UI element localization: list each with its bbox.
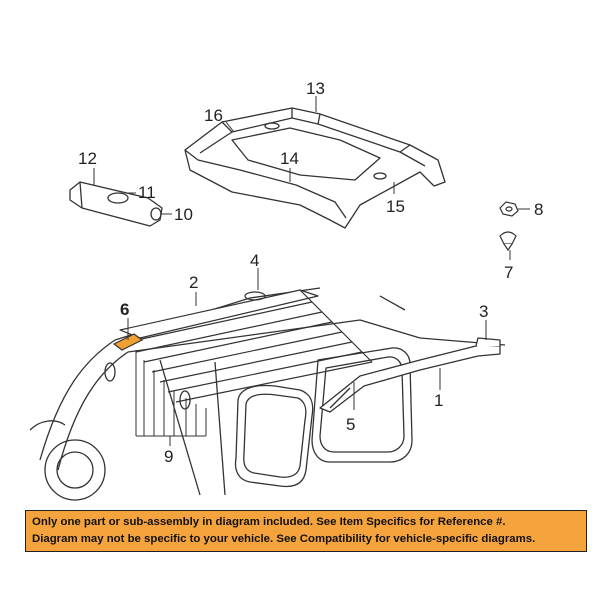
callout-9: 9 xyxy=(164,447,173,466)
callout-6: 6 xyxy=(120,300,129,319)
grab-handle-assembly xyxy=(69,181,163,227)
callout-13: 13 xyxy=(306,79,325,98)
callout-4: 4 xyxy=(250,251,259,270)
callout-3: 3 xyxy=(479,302,488,321)
callout-16: 16 xyxy=(204,106,223,125)
disclaimer-line-1: Only one part or sub-assembly in diagram… xyxy=(32,516,506,528)
callout-11: 11 xyxy=(138,183,156,202)
highlighted-part-6 xyxy=(112,333,144,351)
disclaimer-line-2: Diagram may not be specific to your vehi… xyxy=(32,533,536,545)
callout-5: 5 xyxy=(346,415,355,434)
callout-15: 15 xyxy=(386,197,405,216)
callout-1: 1 xyxy=(434,391,443,410)
callout-10: 10 xyxy=(174,205,193,224)
callout-labels: 13 16 14 15 12 11 10 8 7 4 2 6 3 1 5 9 xyxy=(78,79,543,466)
disclaimer-notice: Only one part or sub-assembly in diagram… xyxy=(25,510,587,552)
callout-7: 7 xyxy=(504,263,513,282)
roof-frame-assembly xyxy=(184,107,446,229)
callout-14: 14 xyxy=(280,149,299,168)
callout-2: 2 xyxy=(189,273,198,292)
fasteners xyxy=(499,201,519,252)
roof-panel xyxy=(119,289,373,403)
callout-8: 8 xyxy=(534,200,543,219)
roof-rail xyxy=(319,337,501,413)
leader-lines xyxy=(93,96,530,446)
callout-12: 12 xyxy=(78,149,97,168)
